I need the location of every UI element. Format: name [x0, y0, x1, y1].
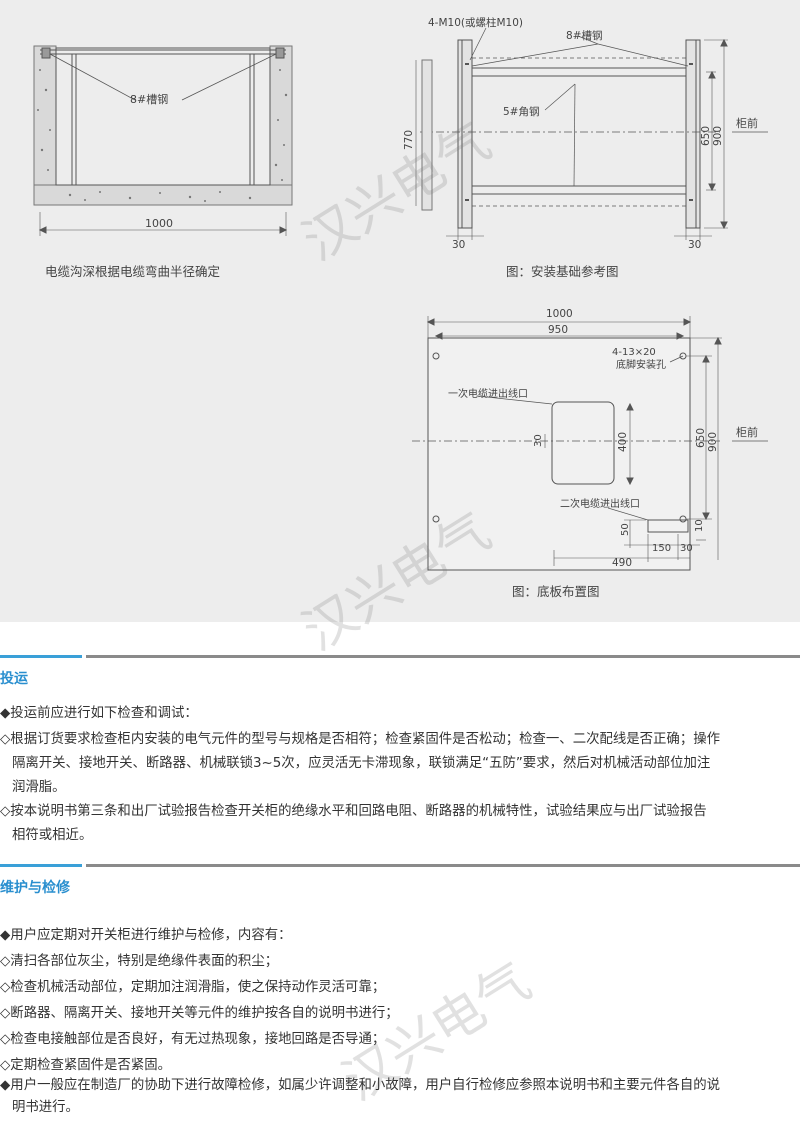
- paragraph-line: ◆投运前应进行如下检查和调试：: [0, 706, 198, 721]
- header-accent-bar: [0, 864, 82, 867]
- caption-trench: 电缆沟深根据电缆弯曲半径确定: [45, 264, 220, 279]
- caption-foundation: 图：安装基础参考图: [506, 264, 619, 279]
- dim-900-plate: 900: [707, 432, 719, 452]
- caption-baseplate: 图：底板布置图: [512, 584, 600, 599]
- soil-texture: [37, 69, 288, 202]
- dim-490: 490: [612, 557, 632, 569]
- dim-900: 900: [712, 126, 724, 146]
- dim-50: 50: [620, 523, 631, 536]
- paragraph-line: ◇根据订货要求检查柜内安装的电气元件的型号与规格是否相符；检查紧固件是否松动；检…: [0, 732, 720, 747]
- dim-30-bottom: 30: [680, 543, 693, 554]
- label-bolts: 4-M10(或螺柱M10): [428, 16, 523, 29]
- paragraph-line: ◇定期检查紧固件是否紧固。: [0, 1058, 171, 1073]
- section-header-commissioning: 投运: [0, 655, 800, 687]
- dim-30-left: 30: [452, 239, 465, 251]
- section-title: 投运: [0, 671, 28, 687]
- dim-400: 400: [617, 432, 629, 452]
- dim-width: 1000: [145, 217, 173, 230]
- foundation-diagram: [415, 27, 728, 240]
- dim-950: 950: [548, 324, 568, 336]
- dim-650-plate: 650: [695, 428, 707, 448]
- header-accent-bar: [0, 655, 82, 658]
- paragraph-line: 润滑脂。: [12, 780, 66, 795]
- label-channel-steel: 8#槽钢: [130, 93, 168, 106]
- paragraph-line: ◆用户应定期对开关柜进行维护与检修，内容有：: [0, 928, 292, 943]
- label-holes-spec: 4-13×20: [612, 347, 656, 358]
- label-secondary-cable-opening: 二次电缆进出线口: [560, 497, 640, 510]
- label-cabinet-front: 柜前: [736, 116, 758, 130]
- paragraph-line: 隔离开关、接地开关、断路器、机械联锁3~5次，应灵活无卡滞现象，联锁满足“五防”…: [12, 756, 711, 771]
- dim-150: 150: [652, 543, 671, 554]
- paragraph-line: ◇检查机械活动部位，定期加注润滑脂，使之保持动作灵活可靠；: [0, 980, 386, 995]
- trench-diagram: [33, 45, 293, 236]
- header-divider-bar: [86, 864, 800, 867]
- paragraph-line: ◇清扫各部位灰尘，特别是绝缘件表面的积尘；: [0, 954, 279, 969]
- label-primary-cable-opening: 一次电缆进出线口: [448, 387, 528, 400]
- dim-1000: 1000: [546, 308, 573, 320]
- label-angle-steel: 5#角钢: [503, 105, 539, 118]
- dim-770: 770: [403, 130, 415, 150]
- dim-10: 10: [694, 519, 705, 532]
- paragraph-line: 相符或相近。: [12, 828, 93, 843]
- baseplate-diagram: [412, 316, 722, 571]
- paragraph-line: ◇按本说明书第三条和出厂试验报告检查开关柜的绝缘水平和回路电阻、断路器的机械特性…: [0, 804, 707, 819]
- paragraph-line: ◇检查电接触部位是否良好，有无过热现象，接地回路是否导通；: [0, 1032, 386, 1047]
- dim-650: 650: [700, 126, 712, 146]
- label-holes-name: 底脚安装孔: [616, 358, 666, 371]
- section-title: 维护与检修: [0, 880, 70, 896]
- header-divider-bar: [86, 655, 800, 658]
- dim-30-right: 30: [688, 239, 701, 251]
- dim-30-opening: 30: [533, 434, 544, 447]
- paragraph-line: 明书进行。: [12, 1100, 79, 1115]
- paragraph-line: ◆用户一般应在制造厂的协助下进行故障检修，如属少许调整和小故障，用户自行检修应参…: [0, 1078, 720, 1093]
- paragraph-line: ◇断路器、隔离开关、接地开关等元件的维护按各自的说明书进行；: [0, 1006, 399, 1021]
- label-cabinet-front-plate: 柜前: [736, 425, 758, 439]
- section-header-maintenance: 维护与检修: [0, 864, 800, 896]
- diagram-panel: 8#槽钢 1000 电缆沟深根据电缆弯曲半径确定: [0, 0, 800, 622]
- label-channel-steel-2: 8#槽钢: [566, 29, 602, 42]
